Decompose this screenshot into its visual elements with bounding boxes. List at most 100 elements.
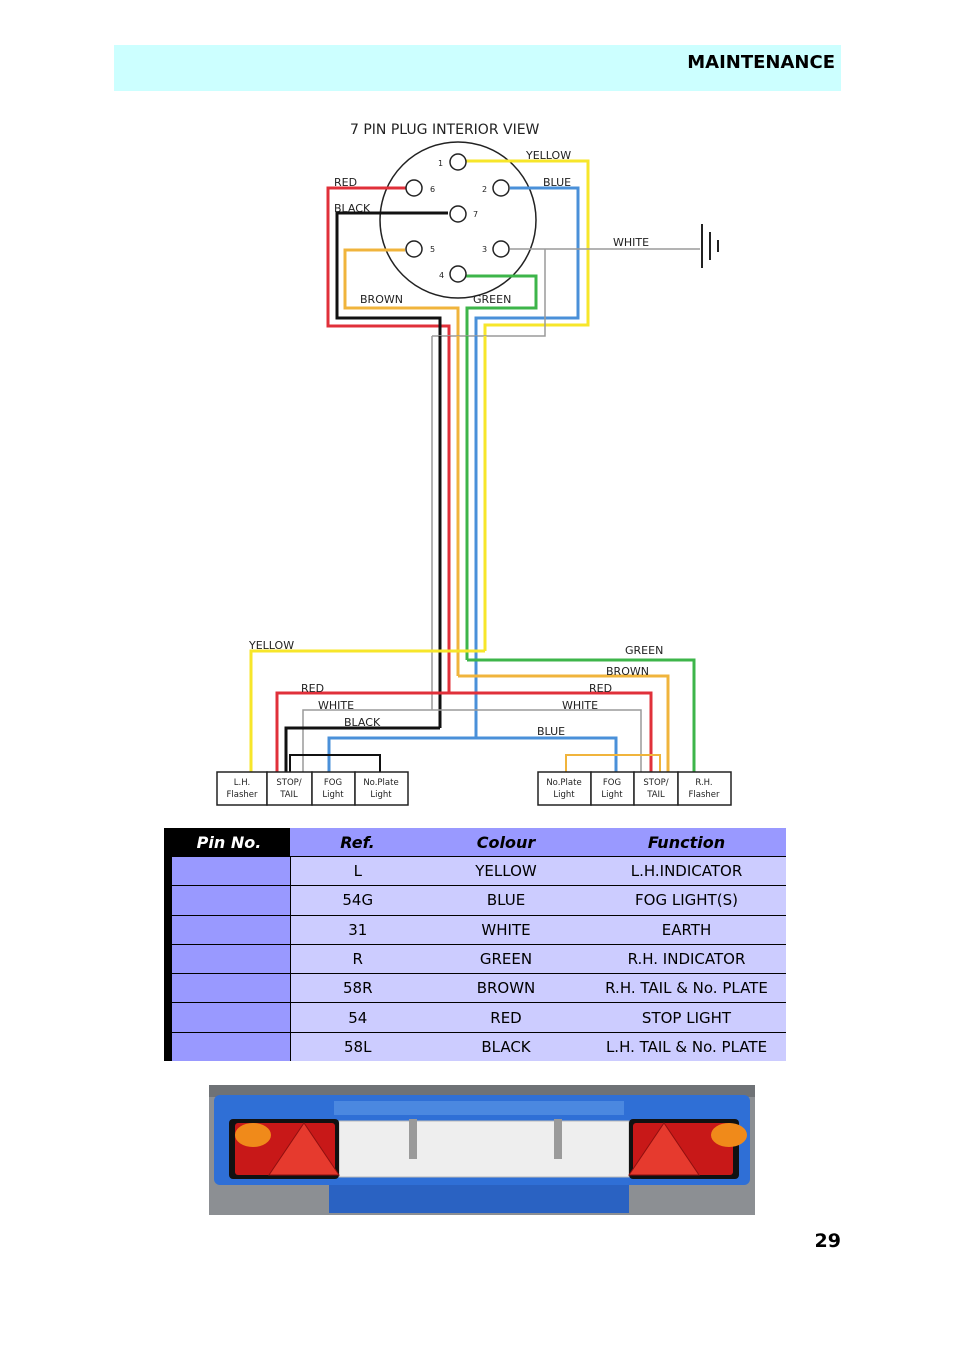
lamp-label: No.Plate (546, 778, 581, 788)
label-red-lower-right: RED (589, 682, 612, 695)
wire-white-drop (432, 249, 546, 337)
lamp-label: Flasher (227, 790, 259, 800)
wire-white-lower-right (432, 709, 642, 772)
pin-cell (164, 943, 291, 974)
lamp-box (354, 771, 409, 806)
pin-table: Pin No. Ref. Colour Function L YELLOW L.… (164, 828, 786, 1061)
pin-number: 1 (438, 159, 443, 168)
label-red-lower-left: RED (301, 682, 324, 695)
header-ref: Ref. (290, 828, 425, 857)
pin-number: 7 (473, 210, 478, 219)
pin-cell (164, 885, 291, 916)
lamp-label: STOP/ (276, 778, 301, 788)
wire-green-lower (467, 658, 696, 772)
wire-brown-upper (343, 248, 460, 336)
ref-cell: 54G (290, 885, 425, 916)
amber-lens-right (711, 1123, 747, 1147)
plug-housing (379, 141, 537, 299)
table-row: 58L BLACK L.H. TAIL & No. PLATE (164, 1031, 786, 1061)
label-green-lower: GREEN (625, 644, 663, 657)
pin-number: 3 (482, 245, 487, 254)
lamp-box (311, 771, 356, 806)
lamp-box (677, 771, 732, 806)
ref-cell: 54 (290, 1002, 425, 1033)
pin-cell (164, 914, 291, 945)
label-yellow-lower: YELLOW (248, 639, 294, 652)
label-black: BLACK (334, 202, 371, 215)
pin-number: 6 (430, 185, 435, 194)
pin-socket (449, 265, 467, 283)
function-cell: L.H. TAIL & No. PLATE (587, 1031, 786, 1061)
lamp-label: Light (322, 790, 344, 800)
label-black-lower: BLACK (344, 716, 381, 729)
function-cell: L.H.INDICATOR (587, 855, 786, 886)
function-cell: R.H. INDICATOR (587, 943, 786, 974)
header-bar: MAINTENANCE (114, 45, 841, 91)
wire-green-upper (465, 274, 538, 336)
wire-blue-upper (474, 186, 580, 336)
wire-black-upper (335, 211, 448, 336)
label-brown-lower: BROWN (606, 665, 649, 678)
header-function: Function (587, 828, 786, 857)
wire-white-lower-left (302, 709, 432, 772)
table-row: R GREEN R.H. INDICATOR (164, 943, 786, 974)
lamp-label: Flasher (689, 790, 721, 800)
pin-cell (164, 855, 291, 886)
table-row: 31 WHITE EARTH (164, 914, 786, 945)
pin-cell (164, 1002, 291, 1033)
lamp-label: No.Plate (363, 778, 398, 788)
colour-cell: BROWN (425, 973, 587, 1003)
amber-lens-left (235, 1123, 271, 1147)
pin-number: 5 (430, 245, 435, 254)
colour-cell: WHITE (425, 914, 587, 945)
pin-socket (492, 179, 510, 197)
ref-cell: L (290, 855, 425, 886)
diagram-title: 7 PIN PLUG INTERIOR VIEW (350, 122, 540, 138)
function-cell: STOP LIGHT (587, 1002, 786, 1033)
pin-number: 4 (439, 271, 444, 280)
table-row: 54G BLUE FOG LIGHT(S) (164, 885, 786, 916)
label-yellow: YELLOW (525, 149, 571, 162)
wire-blue-lower (327, 736, 476, 772)
label-red: RED (334, 176, 357, 189)
lamp-label: STOP/ (643, 778, 668, 788)
wire-red-lower-right (449, 691, 653, 772)
label-blue-lower: BLUE (537, 725, 565, 738)
pin-socket (405, 179, 423, 197)
lamp-label: L.H. (234, 778, 250, 788)
label-white-lower-left: WHITE (318, 699, 354, 712)
function-cell: EARTH (587, 914, 786, 945)
number-plate-board (338, 1120, 630, 1178)
reflector-right (628, 1122, 700, 1176)
function-cell: FOG LIGHT(S) (587, 885, 786, 916)
wires (249, 159, 700, 772)
wire-yellow-lower (249, 649, 485, 772)
header-pin: Pin No. (168, 828, 290, 857)
wire-tail-feed-left (289, 754, 381, 772)
label-brown: BROWN (360, 293, 403, 306)
ref-cell: 58R (290, 973, 425, 1003)
wire-red-lower-left (275, 691, 449, 772)
table-row: L YELLOW L.H.INDICATOR (164, 855, 786, 886)
pin-socket (449, 205, 467, 223)
header-colour: Colour (425, 828, 587, 857)
page-number: 29 (814, 1230, 841, 1252)
pin-cell (164, 1031, 291, 1061)
section-title: MAINTENANCE (687, 52, 835, 73)
wire-black-lower (284, 726, 440, 772)
lamp-label: FOG (324, 778, 342, 788)
lamp-label: Light (370, 790, 392, 800)
lamp-box (590, 771, 635, 806)
lamp-label: Light (553, 790, 575, 800)
ref-cell: 58L (290, 1031, 425, 1061)
table-row: 54 RED STOP LIGHT (164, 1002, 786, 1033)
label-white-lower-right: WHITE (562, 699, 598, 712)
label-green: GREEN (473, 293, 511, 306)
trailer-rear-photo (209, 1085, 755, 1215)
colour-cell: YELLOW (425, 855, 587, 886)
pin-socket (492, 240, 510, 258)
table-row: 58R BROWN R.H. TAIL & No. PLATE (164, 973, 786, 1003)
lamp-label: TAIL (279, 790, 298, 800)
ref-cell: R (290, 943, 425, 974)
lamp-box (216, 771, 268, 806)
